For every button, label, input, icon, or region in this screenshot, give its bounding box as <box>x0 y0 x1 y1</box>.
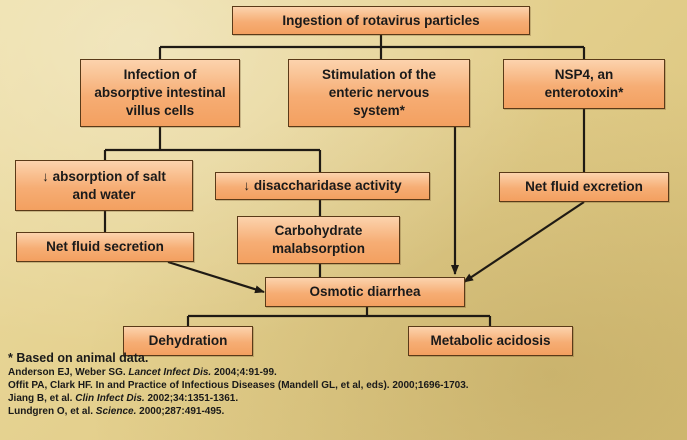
reference-3: Jiang B, et al. Clin Infect Dis. 2002;34… <box>8 392 469 405</box>
reference-1-citation: 2004;4:91-99. <box>211 367 277 378</box>
arrow-secretion-to-osmotic <box>167 260 265 294</box>
footnote: * Based on animal data. <box>8 351 149 365</box>
node-dehydration-label: Dehydration <box>148 333 228 348</box>
node-acidosis-label: Metabolic acidosis <box>430 333 551 348</box>
reference-3-citation: 2002;34:1351-1361. <box>144 393 239 404</box>
reference-4-text: Lundgren O, et al. <box>8 406 96 417</box>
reference-2: Offit PA, Clark HF. In and Practice of I… <box>8 379 469 392</box>
node-carbohydrate-label: Carbohydrate malabsorption <box>271 223 365 256</box>
node-carbohydrate: Carbohydrate malabsorption <box>237 216 400 264</box>
arrow-excretion-to-osmotic <box>463 201 585 283</box>
node-nsp4-label: NSP4, an enterotoxin* <box>544 67 624 100</box>
node-osmotic: Osmotic diarrhea <box>265 277 465 307</box>
node-nsp4: NSP4, an enterotoxin* <box>503 59 665 109</box>
node-osmotic-label: Osmotic diarrhea <box>309 284 421 299</box>
footer: * Based on animal data. Anderson EJ, Web… <box>8 350 469 418</box>
node-disaccharidase: ↓ disaccharidase activity <box>215 172 430 200</box>
node-stimulation: Stimulation of the enteric nervous syste… <box>288 59 470 127</box>
reference-1: Anderson EJ, Weber SG. Lancet Infect Dis… <box>8 366 469 379</box>
node-disaccharidase-label: ↓ disaccharidase activity <box>243 178 402 193</box>
node-ingestion: Ingestion of rotavirus particles <box>232 6 530 35</box>
reference-4: Lundgren O, et al. Science. 2000;287:491… <box>8 405 469 418</box>
node-net-fluid-secretion: Net fluid secretion <box>16 232 194 262</box>
reference-2-text: Offit PA, Clark HF. In and Practice of I… <box>8 380 469 391</box>
reference-3-journal: Clin Infect Dis. <box>75 393 145 404</box>
node-stimulation-label: Stimulation of the enteric nervous syste… <box>322 67 436 118</box>
reference-4-citation: 2000;287:491-495. <box>136 406 225 417</box>
node-ingestion-label: Ingestion of rotavirus particles <box>282 12 480 28</box>
reference-4-journal: Science. <box>95 406 137 417</box>
node-infection: Infection of absorptive intestinal villu… <box>80 59 240 127</box>
node-dehydration: Dehydration <box>123 326 253 356</box>
node-net-fluid-excretion: Net fluid excretion <box>499 172 669 202</box>
node-acidosis: Metabolic acidosis <box>408 326 573 356</box>
node-infection-label: Infection of absorptive intestinal villu… <box>94 67 226 118</box>
reference-1-journal: Lancet Infect Dis. <box>128 367 212 378</box>
node-net-fluid-excretion-label: Net fluid excretion <box>525 179 643 194</box>
node-absorption-label: ↓ absorption of salt and water <box>42 168 166 202</box>
node-absorption: ↓ absorption of salt and water <box>15 160 193 211</box>
reference-1-text: Anderson EJ, Weber SG. <box>8 367 129 378</box>
reference-3-text: Jiang B, et al. <box>8 393 76 404</box>
node-net-fluid-secretion-label: Net fluid secretion <box>46 239 164 254</box>
